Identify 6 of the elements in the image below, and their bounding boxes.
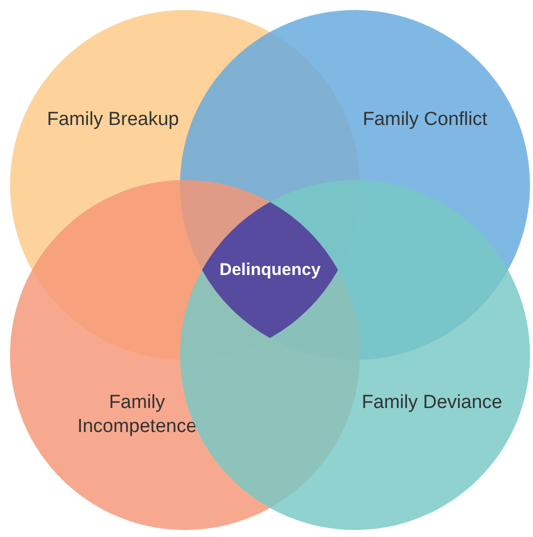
intersection-region	[202, 202, 338, 338]
circle-label: Family Incompetence	[76, 391, 198, 439]
circle-label: Family Breakup	[46, 108, 180, 132]
circle-label: Family Conflict	[362, 108, 488, 132]
circle-label: Family Deviance	[360, 391, 504, 415]
intersection-label: Delinquency	[219, 260, 321, 280]
